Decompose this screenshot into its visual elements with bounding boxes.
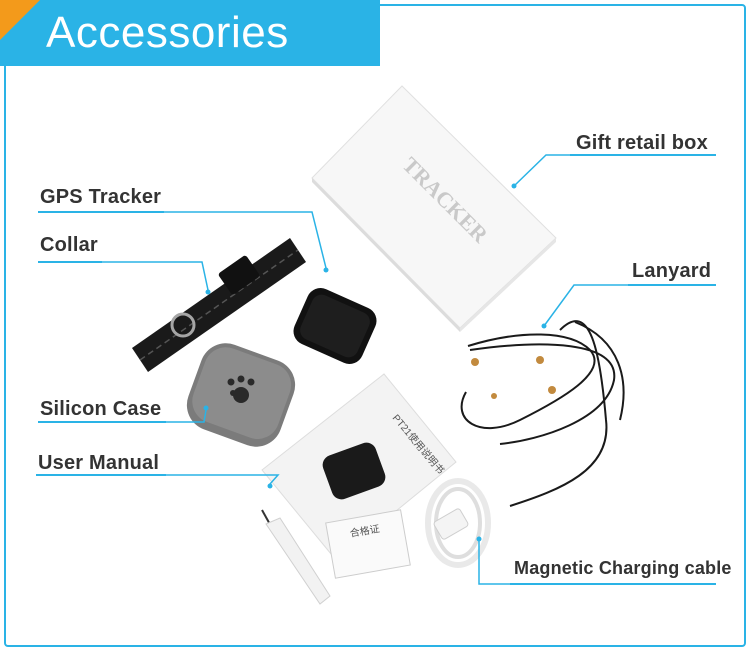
label-silicon-case: Silicon Case xyxy=(40,398,162,420)
underline-user-manual xyxy=(36,474,166,476)
corner-accent xyxy=(0,0,40,40)
leader-collar xyxy=(102,261,209,291)
label-gift-box: Gift retail box xyxy=(576,132,708,154)
underline-gift-box xyxy=(570,154,716,156)
certificate-image: 合格证 xyxy=(325,509,411,579)
leader-user-manual xyxy=(166,474,280,485)
underline-gps-tracker xyxy=(38,211,164,213)
title-banner: Accessories xyxy=(0,0,380,66)
leader-gps-tracker xyxy=(163,211,327,269)
leader-dots xyxy=(203,183,547,542)
underline-lanyard xyxy=(628,284,716,286)
lanyard-image xyxy=(460,320,625,507)
tool-image xyxy=(261,509,331,605)
leader-gift-box xyxy=(513,154,570,187)
label-charging-cable: Magnetic Charging cable xyxy=(514,558,732,578)
collar-image xyxy=(132,238,306,372)
charging-cable-image xyxy=(425,478,491,568)
underline-charging-cable xyxy=(510,583,716,585)
label-gps-tracker: GPS Tracker xyxy=(40,186,162,208)
gps-tracker-image xyxy=(293,288,377,364)
silicon-case-image xyxy=(186,343,296,447)
leader-silicon-case xyxy=(164,409,207,423)
page-title: Accessories xyxy=(46,8,289,57)
leader-lines xyxy=(102,154,630,585)
leader-lanyard xyxy=(543,284,630,327)
gift-box-image: TRACKER xyxy=(311,85,557,332)
label-collar: Collar xyxy=(40,234,98,256)
underline-collar xyxy=(38,261,102,263)
leader-charging-cable xyxy=(478,539,510,585)
label-user-manual: User Manual xyxy=(38,452,160,474)
label-lanyard: Lanyard xyxy=(632,260,712,282)
underline-silicon-case xyxy=(38,421,166,423)
